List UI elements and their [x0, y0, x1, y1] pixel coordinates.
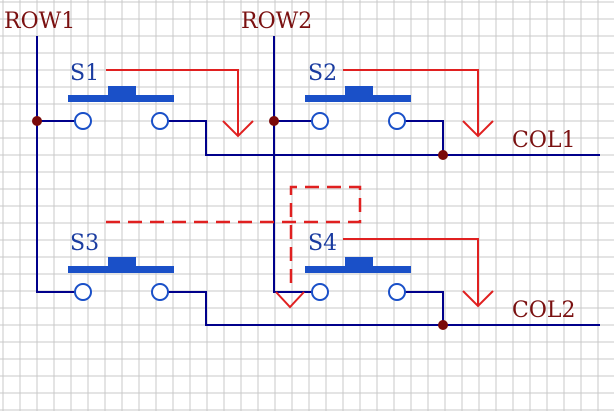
col1-s2-branch	[403, 120, 444, 155]
row2-label: ROW2	[241, 9, 312, 34]
s2-terminal-right	[388, 112, 406, 130]
switch-s2	[305, 86, 411, 130]
s3-label: S3	[70, 231, 99, 256]
col1-wire	[166, 120, 600, 156]
s2-actuator	[305, 95, 411, 102]
s4-button-cap	[345, 257, 373, 268]
col2-label: COL2	[512, 298, 575, 323]
col2-junction	[438, 320, 448, 330]
row2-wire	[273, 36, 312, 293]
s2-button-cap	[345, 86, 373, 97]
col1-junction	[438, 150, 448, 160]
s1-actuator	[68, 95, 174, 102]
s4-terminal-left	[311, 283, 329, 301]
s4-label: S4	[308, 231, 337, 256]
s1-button-cap	[108, 86, 136, 97]
s4-actuator	[305, 266, 411, 273]
switch-s3	[68, 257, 174, 301]
s1-signal-arrow	[106, 69, 254, 138]
row2-junction	[269, 116, 279, 126]
s1-terminal-right	[151, 112, 169, 130]
s3-actuator	[68, 266, 174, 273]
s4-signal-arrow	[343, 238, 494, 308]
s4-terminal-right	[388, 283, 406, 301]
s3-terminal-left	[74, 283, 92, 301]
ghost-key-dashed-path	[106, 185, 362, 290]
col2-s4-branch	[403, 291, 444, 325]
signal-paths	[106, 69, 494, 309]
row1-junction	[32, 116, 42, 126]
col1-label: COL1	[512, 128, 575, 153]
switch-s1	[68, 86, 174, 130]
s1-terminal-left	[74, 112, 92, 130]
s3-button-cap	[108, 257, 136, 268]
col2-wire	[166, 291, 600, 326]
s3-terminal-right	[151, 283, 169, 301]
s1-label: S1	[70, 61, 99, 86]
s2-terminal-left	[311, 112, 329, 130]
s2-label: S2	[308, 61, 337, 86]
s2-signal-arrow	[343, 69, 494, 138]
switch-s4	[305, 257, 411, 301]
ghost-path-arrowhead	[275, 291, 305, 309]
row1-label: ROW1	[4, 9, 75, 34]
